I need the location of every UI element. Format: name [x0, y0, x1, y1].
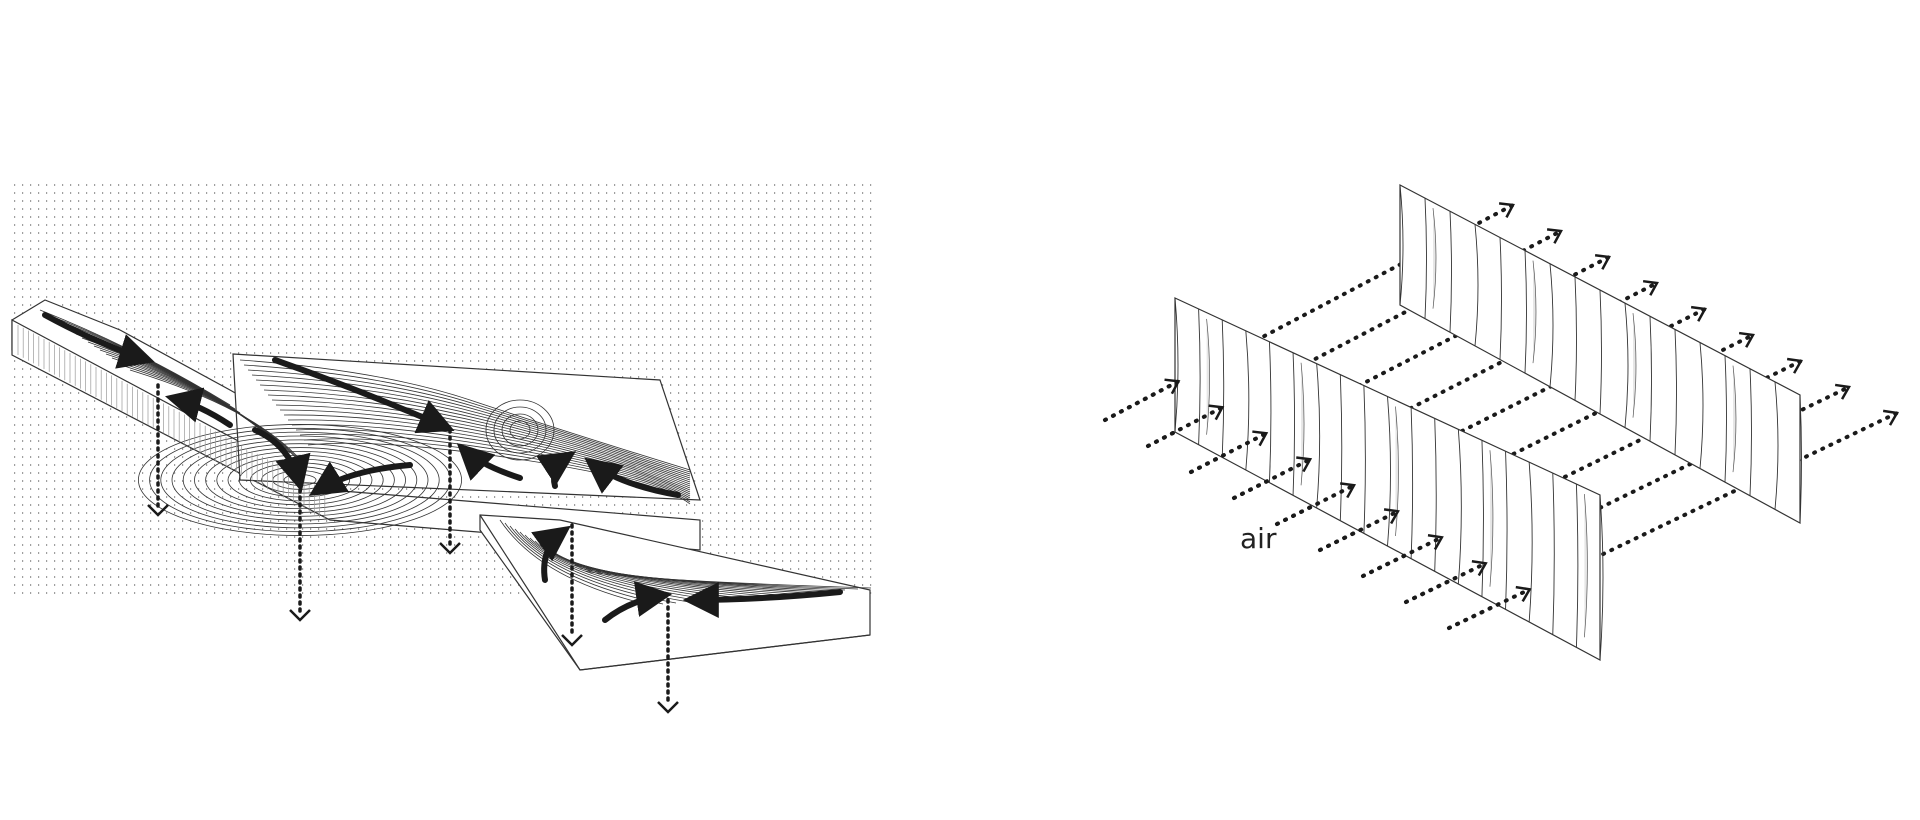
terrain-drainage-diagram: [12, 185, 871, 712]
dotted-drop-arrow-icon: [290, 490, 310, 620]
screen-airflow-diagram: air: [1105, 185, 1897, 660]
air-label: air: [1240, 522, 1277, 555]
dotted-air-arrow-icon: [1105, 380, 1178, 420]
